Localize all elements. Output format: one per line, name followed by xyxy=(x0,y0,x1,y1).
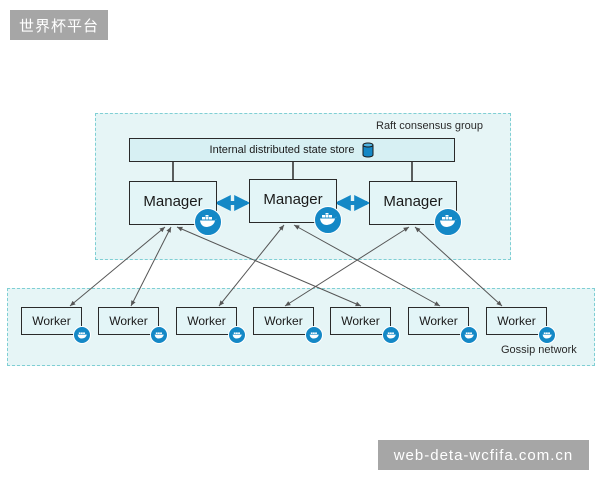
link-m2-w6 xyxy=(293,224,441,307)
manager-label: Manager xyxy=(383,193,443,210)
watermark-top: 世界杯平台 xyxy=(10,10,108,40)
docker-whale-icon xyxy=(434,208,462,236)
docker-whale-icon xyxy=(460,326,478,344)
docker-whale-icon xyxy=(305,326,323,344)
worker-label: Worker xyxy=(187,314,226,328)
docker-whale-icon xyxy=(73,326,91,344)
link-m3-w7 xyxy=(414,226,503,307)
docker-whale-icon xyxy=(150,326,168,344)
docker-whale-icon xyxy=(194,208,222,236)
watermark-bottom: web-deta-wcfifa.com.cn xyxy=(378,440,589,470)
docker-whale-icon xyxy=(382,326,400,344)
worker-node-7: Worker xyxy=(486,307,547,335)
internal-state-store: Internal distributed state store xyxy=(129,138,455,162)
gossip-network-label: Gossip network xyxy=(501,344,577,356)
docker-whale-icon xyxy=(538,326,556,344)
worker-node-2: Worker xyxy=(98,307,159,335)
worker-node-6: Worker xyxy=(408,307,469,335)
link-m2-w3 xyxy=(218,224,285,307)
worker-node-3: Worker xyxy=(176,307,237,335)
raft-consensus-label: Raft consensus group xyxy=(376,120,484,132)
link-m1-w5 xyxy=(176,226,362,307)
link-m3-w4 xyxy=(284,226,410,307)
worker-node-1: Worker xyxy=(21,307,82,335)
worker-label: Worker xyxy=(497,314,536,328)
manager-label: Manager xyxy=(143,193,203,210)
worker-label: Worker xyxy=(109,314,148,328)
worker-label: Worker xyxy=(341,314,380,328)
worker-label: Worker xyxy=(264,314,303,328)
worker-label: Worker xyxy=(32,314,71,328)
docker-whale-icon xyxy=(314,206,342,234)
state-store-label: Internal distributed state store xyxy=(209,144,355,156)
link-m1-w2 xyxy=(130,226,172,307)
docker-whale-icon xyxy=(228,326,246,344)
manager-label: Manager xyxy=(263,191,323,208)
manager-node-3: Manager xyxy=(369,181,457,225)
worker-node-5: Worker xyxy=(330,307,391,335)
database-icon xyxy=(362,142,374,158)
worker-node-4: Worker xyxy=(253,307,314,335)
worker-label: Worker xyxy=(419,314,458,328)
